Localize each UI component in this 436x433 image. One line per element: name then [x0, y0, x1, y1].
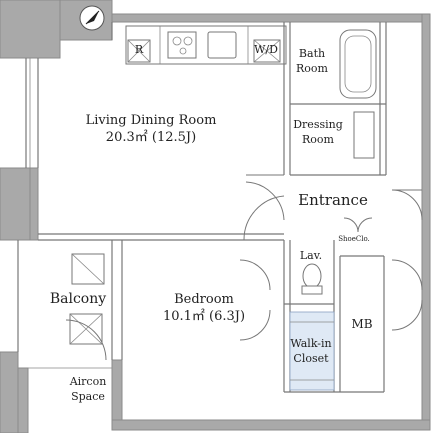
doors: [65, 174, 423, 361]
dressing-room-label-2: Room: [302, 133, 335, 146]
walk-in-closet-area: [289, 311, 335, 391]
living-room-area: 20.3㎡ (12.5J): [106, 130, 196, 145]
toilet-icon: [301, 263, 323, 295]
north-compass-icon: [79, 5, 105, 31]
bath-room-label-2: Room: [296, 62, 329, 75]
walk-in-closet-label-1: Walk-in: [290, 337, 331, 350]
walk-in-closet-hatch: [290, 321, 334, 381]
walk-in-closet-label-2: Closet: [293, 352, 329, 365]
entrance-label: Entrance: [298, 191, 368, 209]
sink-icon: [207, 31, 237, 59]
aircon-box-2: [69, 313, 103, 345]
dressing-room-label-1: Dressing: [293, 118, 343, 131]
aircon-space-label-1: Aircon: [69, 375, 107, 388]
bedroom-area: 10.1㎡ (6.3J): [163, 309, 245, 324]
bedroom-name: Bedroom: [174, 292, 234, 307]
bath-room-label-1: Bath: [299, 47, 325, 60]
washer-dryer-box: [253, 39, 281, 63]
bathtub-icon: [339, 29, 377, 99]
living-room-name: Living Dining Room: [86, 113, 217, 128]
refrigerator-box: [127, 39, 151, 63]
meter-box-label: MB: [351, 317, 372, 331]
balcony-label: Balcony: [50, 291, 106, 307]
fridge-label: R: [135, 43, 144, 56]
shoe-closet-label: ShoeClo.: [338, 235, 370, 243]
aircon-space-label-2: Space: [71, 390, 105, 403]
washer-dryer-label: W/D: [254, 43, 278, 56]
aircon-box: [71, 253, 105, 285]
stove-icon: [167, 31, 197, 59]
vanity-icon: [353, 111, 375, 159]
lavatory-label: Lav.: [300, 249, 322, 262]
